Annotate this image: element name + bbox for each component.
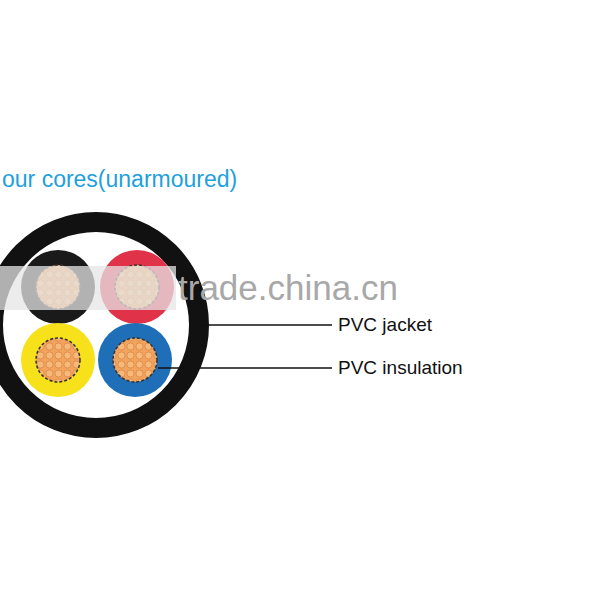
- leader-line: [196, 324, 332, 326]
- part-label: PVC insulation: [338, 358, 463, 377]
- watermark: trade.china.cn: [178, 270, 398, 305]
- core-yellow: [21, 323, 95, 397]
- part-label: PVC jacket: [338, 315, 432, 334]
- diagram-title: our cores(unarmoured): [2, 168, 237, 191]
- core-blue: [98, 323, 172, 397]
- watermark-band: [0, 266, 176, 310]
- pvc-jacket: [0, 222, 199, 428]
- leader-line: [158, 367, 332, 369]
